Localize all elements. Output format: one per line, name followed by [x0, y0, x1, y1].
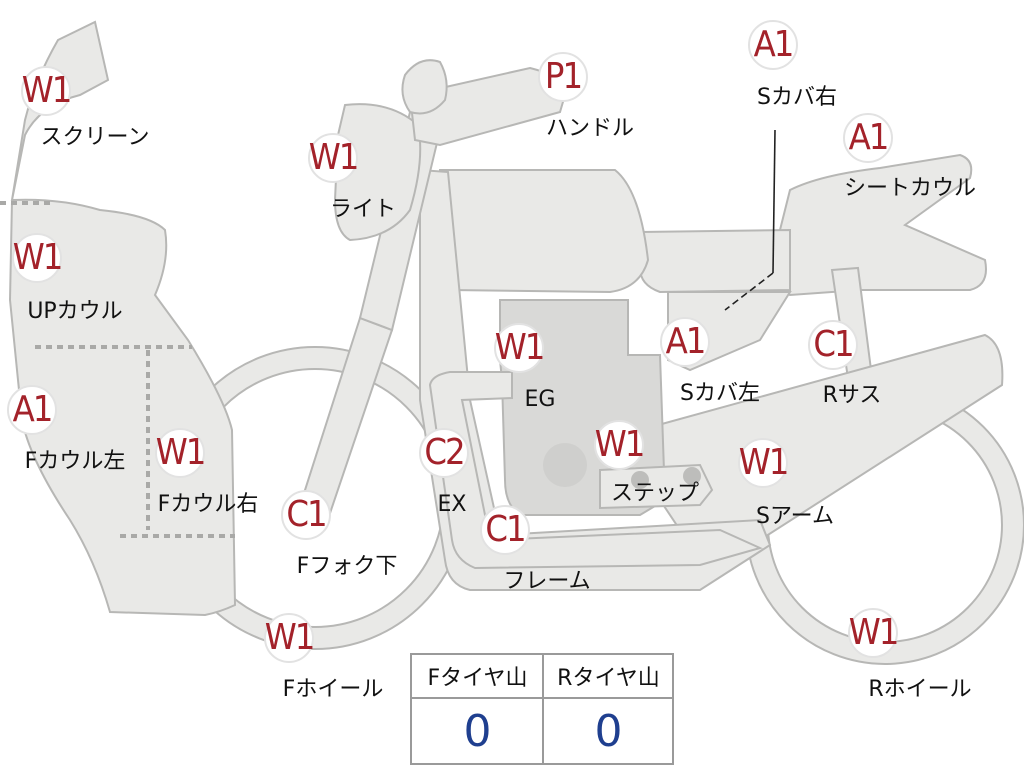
exhaust-shape	[428, 371, 763, 570]
f-fork-lower-label: Fフォク下	[296, 554, 398, 579]
s-cover-right-label: Sカバ右	[757, 85, 837, 110]
step-code-badge: W1	[594, 420, 645, 470]
fuel-tank-shape	[430, 169, 650, 294]
rear-tire-value: 0	[594, 705, 623, 757]
f-cowl-left-code-badge: A1	[7, 385, 57, 435]
frame-label: フレーム	[503, 569, 591, 594]
handle-code-badge: P1	[538, 52, 588, 102]
engine-code-badge: W1	[494, 323, 545, 373]
swing-arm-code-badge: W1	[738, 438, 789, 488]
s-cover-left-label: Sカバ左	[680, 381, 760, 406]
light-label: ライト	[329, 197, 397, 222]
rear-sus-label: Rサス	[822, 383, 882, 408]
rear-tire-header: Rタイヤ山	[543, 655, 674, 699]
step-label: ステップ	[610, 481, 700, 506]
swing-arm-label: Sアーム	[756, 504, 834, 529]
seat-cowl-label: シートカウル	[843, 176, 977, 201]
f-wheel-code-badge: W1	[264, 613, 315, 663]
engine-cover-shape	[543, 443, 587, 487]
light-code-badge: W1	[308, 133, 359, 183]
s-cover-right-code-badge: A1	[748, 20, 798, 70]
f-cowl-right-label: Fカウル右	[157, 492, 259, 517]
f-cowl-left-label: Fカウル左	[24, 449, 126, 474]
mirror-shape	[401, 59, 448, 115]
front-tire-value: 0	[463, 705, 492, 757]
rear-sus-code-badge: C1	[808, 320, 858, 370]
engine-label: EG	[524, 387, 556, 412]
tire-tread-table: Fタイヤ山 Rタイヤ山 0 0	[410, 653, 674, 765]
seat-cowl-code-badge: A1	[843, 113, 893, 163]
s-cover-left-code-badge: A1	[660, 317, 710, 367]
r-wheel-label: Rホイール	[868, 677, 972, 702]
front-tire-header: Fタイヤ山	[412, 655, 543, 699]
up-cowl-label: UPカウル	[27, 299, 123, 324]
exhaust-label: EX	[437, 492, 467, 517]
screen-label: スクリーン	[40, 125, 150, 150]
screen-code-badge: W1	[21, 66, 72, 116]
up-cowl-code-badge: W1	[12, 233, 63, 283]
f-cowl-right-code-badge: W1	[155, 428, 206, 478]
r-wheel-code-badge: W1	[848, 608, 899, 658]
f-wheel-label: Fホイール	[282, 677, 384, 702]
handle-label: ハンドル	[545, 116, 635, 141]
seat-shape	[639, 228, 791, 294]
exhaust-code-badge: C2	[419, 428, 469, 478]
f-fork-lower-code-badge: C1	[281, 490, 331, 540]
frame-code-badge: C1	[480, 505, 530, 555]
table-divider	[542, 655, 544, 763]
